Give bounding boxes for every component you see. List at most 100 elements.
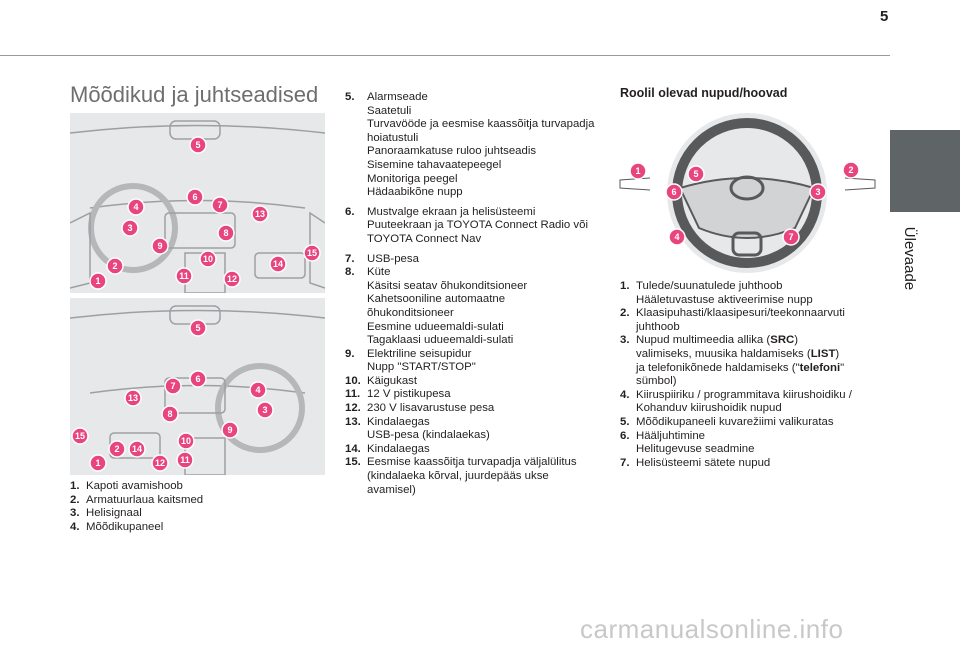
section-tab-label: Ülevaade <box>901 226 919 291</box>
item-text: Helisignaal <box>86 507 142 520</box>
item-number: 15. <box>345 456 361 469</box>
callout-number: 11 <box>180 455 190 465</box>
callout-number: 15 <box>307 248 317 258</box>
list-item: 15. Eesmise kaassõitja turvapadja väljalü… <box>345 456 595 497</box>
item-text: Helisüsteemi sätete nupud <box>636 456 771 469</box>
callout-marker <box>221 421 239 439</box>
item-text: avamisel) <box>367 483 416 496</box>
item-text: Puuteekraan ja TOYOTA Connect Radio või <box>367 219 588 232</box>
item-text: USB-pesa (kindalaekas) <box>367 429 490 442</box>
item-text: Alarmseade <box>367 91 428 103</box>
item-number: 5. <box>345 91 355 103</box>
callout-marker <box>782 228 800 246</box>
callout-marker <box>251 205 269 223</box>
callout-number: 7 <box>217 200 222 210</box>
callout-marker <box>89 272 107 290</box>
item-number: 6. <box>620 429 630 442</box>
callout-number: 9 <box>157 241 162 251</box>
item-text: sümbol) <box>636 375 677 388</box>
item-number: 1. <box>70 480 80 492</box>
callout-number: 1 <box>635 166 640 176</box>
callout-marker <box>128 440 146 458</box>
list-item: 4.Kiiruspiiriku / programmitava kiirusho… <box>620 389 852 416</box>
list-item: 10. Käigukast <box>345 375 595 389</box>
item-text: Nupp "START/STOP" <box>367 361 476 374</box>
item-text: hoiatustuli <box>367 131 419 144</box>
item-number: 7. <box>345 252 355 265</box>
list-item: 7.USB-pesa <box>345 253 595 267</box>
item-text: Hääljuhtimine <box>636 429 706 442</box>
item-text: Eesmise kaassõitja turvapadja väljalülit… <box>367 456 577 469</box>
item-number: 4. <box>70 520 80 533</box>
section-tab[interactable] <box>890 130 960 212</box>
item-number: 8. <box>345 266 355 279</box>
callout-number: 9 <box>227 425 232 435</box>
item-text: Panoraamkatuse ruloo juhtseadis <box>367 145 537 158</box>
callout-number: 2 <box>112 261 117 271</box>
callout-marker <box>151 237 169 255</box>
callout-number: 6 <box>671 187 676 197</box>
item-text: (kindalaeka kõrval, juurdepääs ukse <box>367 470 549 483</box>
callout-number: 4 <box>133 202 138 212</box>
item-number: 14. <box>345 442 361 455</box>
item-text: Mõõdikupaneeli kuvarežiimi valikuratas <box>636 415 834 428</box>
callout-number: 7 <box>788 232 793 242</box>
item-number: 5. <box>620 415 630 428</box>
list-item: 3.Nupud multimeedia allika (SRC)valimise… <box>620 334 852 388</box>
item-text: valimiseks, muusika haldamiseks (LIST) <box>636 347 840 360</box>
item-text: Monitoriga peegel <box>367 172 458 185</box>
item-number: 10. <box>345 374 361 387</box>
item-text: Käigukast <box>367 374 418 387</box>
item-text: 230 V lisavarustuse pesa <box>367 402 495 415</box>
item-text: Hädaabikõne nupp <box>367 186 463 199</box>
callout-marker <box>687 165 705 183</box>
callout-marker <box>629 162 647 180</box>
callout-marker <box>211 196 229 214</box>
page-number: 5 <box>880 8 889 25</box>
callout-number: 10 <box>181 436 191 446</box>
list-item: 2.Armatuurlaua kaitsmed <box>70 494 203 508</box>
callout-marker <box>303 244 321 262</box>
callout-marker <box>842 161 860 179</box>
item-text: Armatuurlaua kaitsmed <box>86 493 204 506</box>
callout-marker <box>186 188 204 206</box>
steering-section-heading: Roolil olevad nupud/hoovad <box>620 86 788 100</box>
header-rule <box>0 55 890 56</box>
item-text: Saatetuli <box>367 104 412 117</box>
item-text: Mõõdikupaneel <box>86 520 164 533</box>
callout-number: 5 <box>195 140 200 150</box>
item-text: Eesmine udueemaldi-sulati <box>367 320 504 333</box>
list-item: 12.230 V lisavarustuse pesa <box>345 402 595 416</box>
callout-marker <box>189 370 207 388</box>
callout-marker <box>161 405 179 423</box>
callout-number: 8 <box>223 228 228 238</box>
callout-number: 12 <box>155 458 165 468</box>
item-number: 3. <box>620 334 630 347</box>
callout-number: 13 <box>255 209 265 219</box>
callout-number: 5 <box>195 323 200 333</box>
callout-number: 2 <box>848 165 853 175</box>
callout-marker <box>249 381 267 399</box>
item-text: juhthoob <box>636 320 680 333</box>
callout-marker <box>124 389 142 407</box>
callout-number: 3 <box>262 405 267 415</box>
callout-number: 14 <box>132 444 142 454</box>
item-text: Hääletuvastuse aktiveerimise nupp <box>636 293 813 306</box>
callout-marker <box>269 255 287 273</box>
list-item: 7.Helisüsteemi sätete nupud <box>620 457 852 471</box>
callout-number: 11 <box>179 271 189 281</box>
callout-marker <box>151 454 169 472</box>
callout-marker <box>223 270 241 288</box>
callout-number: 4 <box>255 385 260 395</box>
callout-marker <box>668 228 686 246</box>
callout-marker <box>217 224 235 242</box>
item-text: Kahetsooniline automaatne <box>367 293 506 306</box>
callout-number: 1 <box>95 458 100 468</box>
callout-marker <box>89 454 107 472</box>
item-text: Helitugevuse seadmine <box>636 443 755 456</box>
